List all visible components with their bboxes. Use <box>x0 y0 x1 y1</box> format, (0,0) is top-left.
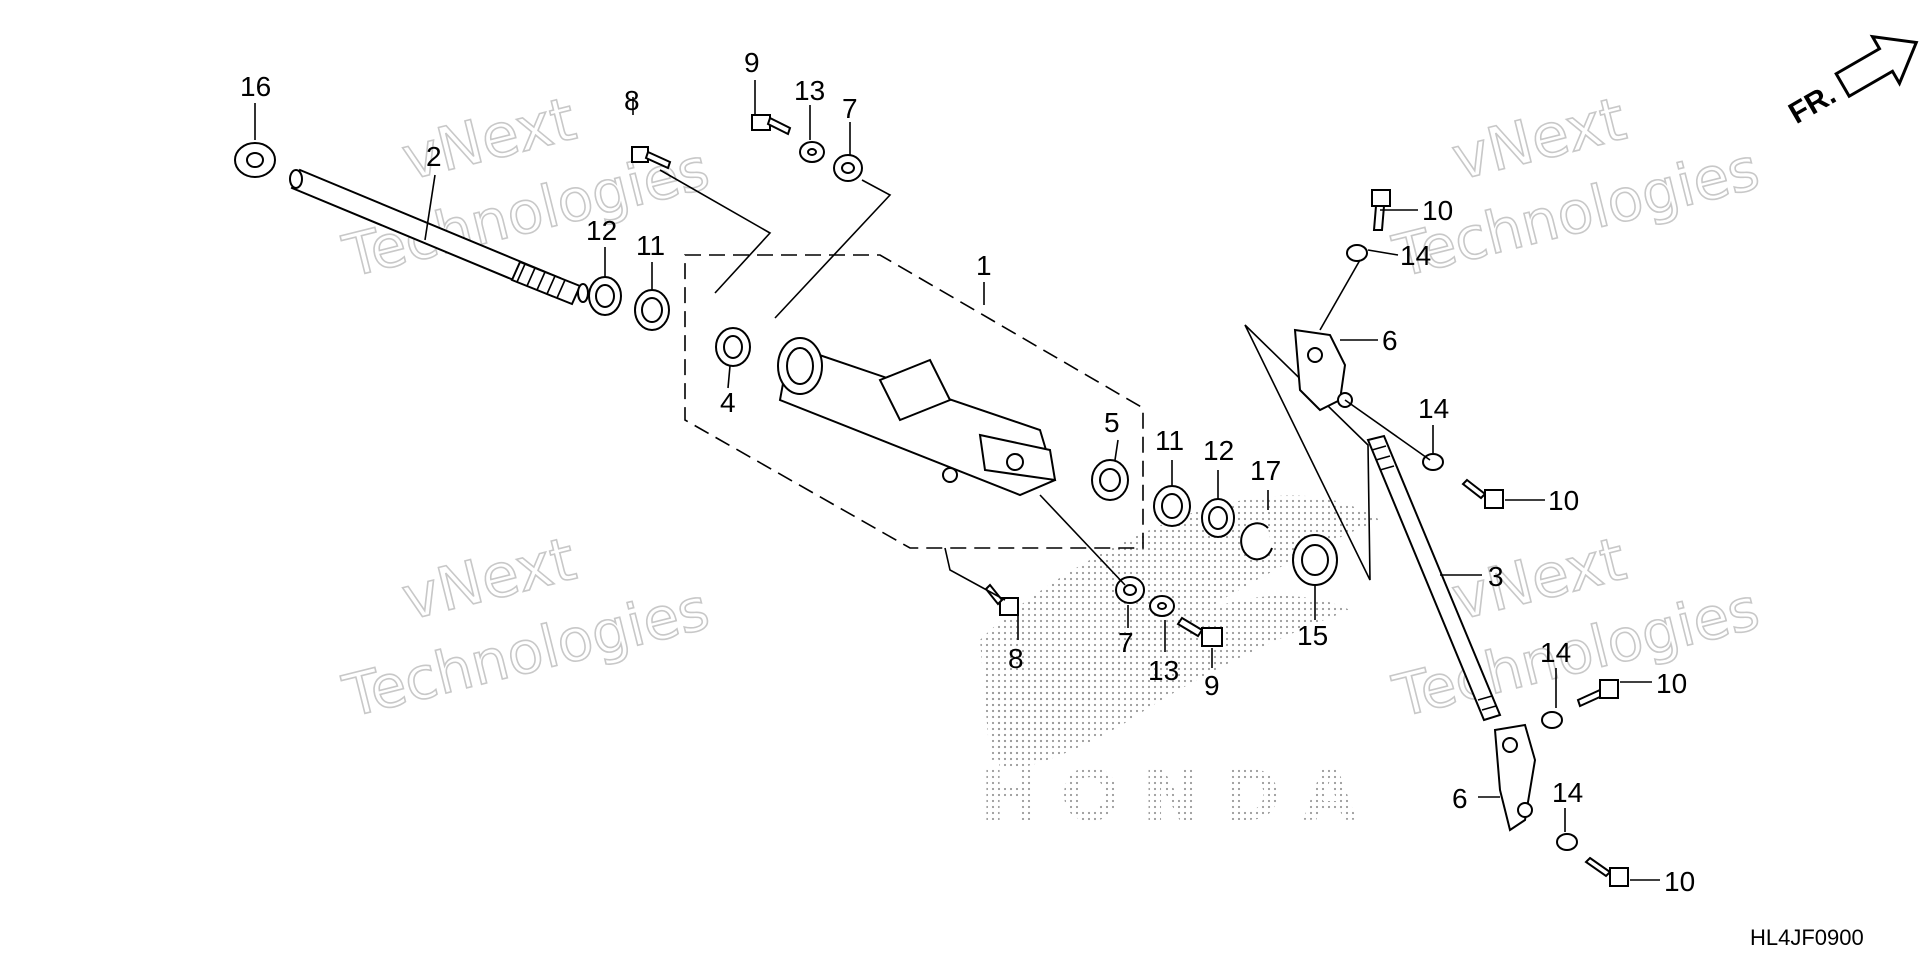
callout-11: 11 <box>636 230 665 261</box>
part-6-universal-joint-lower <box>1493 723 1537 832</box>
callout-4: 4 <box>720 387 736 418</box>
honda-wing-watermark: HONDA <box>980 495 1380 837</box>
part-8-bolt-upper <box>631 146 672 170</box>
part-8-bolt-lower <box>984 583 1019 616</box>
callout-17: 17 <box>1250 455 1281 486</box>
callout-9: 9 <box>744 47 760 78</box>
callout-8: 8 <box>624 85 640 116</box>
callout-16: 16 <box>240 71 271 102</box>
part-4-bushing <box>715 327 751 367</box>
callout-10: 10 <box>1656 668 1687 699</box>
callout-14: 14 <box>1400 240 1431 271</box>
callout-1: 1 <box>976 250 992 281</box>
callout-15: 15 <box>1297 620 1328 651</box>
front-direction-arrow-icon: FR. <box>1783 34 1919 131</box>
callout-2: 2 <box>426 141 442 172</box>
diagram-code: HL4JF0900 <box>1750 925 1864 950</box>
part-15-dust-seal <box>1292 534 1338 586</box>
honda-lettering: HONDA <box>980 755 1379 837</box>
steering-column-assembly-outline <box>684 254 1144 549</box>
part-12-seal-lower <box>1201 498 1235 538</box>
part-10-bolt-a <box>1371 189 1391 231</box>
callout-labels: 16 2 12 11 8 9 13 7 1 4 5 11 12 17 15 8 … <box>240 47 1695 897</box>
callout-11: 11 <box>1155 425 1184 456</box>
part-13-washer-upper <box>799 141 825 163</box>
callout-7: 7 <box>842 93 858 124</box>
part-16-washer <box>234 142 276 178</box>
part-13-washer-lower <box>1149 595 1175 617</box>
part-7-collar-upper <box>833 154 863 182</box>
callout-3: 3 <box>1488 561 1504 592</box>
callout-6: 6 <box>1382 325 1398 356</box>
part-14-washer-a <box>1346 244 1368 262</box>
callout-9: 9 <box>1204 670 1220 701</box>
callout-10: 10 <box>1422 195 1453 226</box>
part-3-intermediate-shaft <box>1366 434 1502 722</box>
part-17-circlip <box>1240 522 1273 561</box>
callout-14: 14 <box>1540 637 1571 668</box>
part-9-bolt-lower <box>1176 616 1223 647</box>
callout-13: 13 <box>1148 655 1179 686</box>
callout-8: 8 <box>1008 643 1024 674</box>
callout-7: 7 <box>1118 627 1134 658</box>
callout-14: 14 <box>1418 393 1449 424</box>
part-9-bolt-upper <box>751 114 792 136</box>
front-direction-label: FR. <box>1783 78 1841 131</box>
callout-5: 5 <box>1104 407 1120 438</box>
part-14-washer-d <box>1556 833 1578 851</box>
assembly-guide-lines <box>659 169 1431 601</box>
part-5-bushing <box>1091 459 1129 501</box>
callout-13: 13 <box>794 75 825 106</box>
part-11-bearing-lower <box>1153 485 1191 527</box>
part-1-steering-column <box>777 337 1057 497</box>
callout-6: 6 <box>1452 783 1468 814</box>
part-14-washer-c <box>1541 711 1563 729</box>
part-11-bearing-upper <box>634 289 670 331</box>
part-12-seal-upper <box>588 276 622 316</box>
part-10-bolt-d <box>1584 856 1629 887</box>
callout-leader-lines <box>254 80 1660 881</box>
callout-14: 14 <box>1552 777 1583 808</box>
callout-10: 10 <box>1664 866 1695 897</box>
part-6-universal-joint-upper <box>1293 328 1353 412</box>
part-10-bolt-c <box>1576 679 1619 708</box>
callout-10: 10 <box>1548 485 1579 516</box>
part-10-bolt-b <box>1461 478 1504 509</box>
callout-12: 12 <box>586 215 617 246</box>
callout-12: 12 <box>1203 435 1234 466</box>
